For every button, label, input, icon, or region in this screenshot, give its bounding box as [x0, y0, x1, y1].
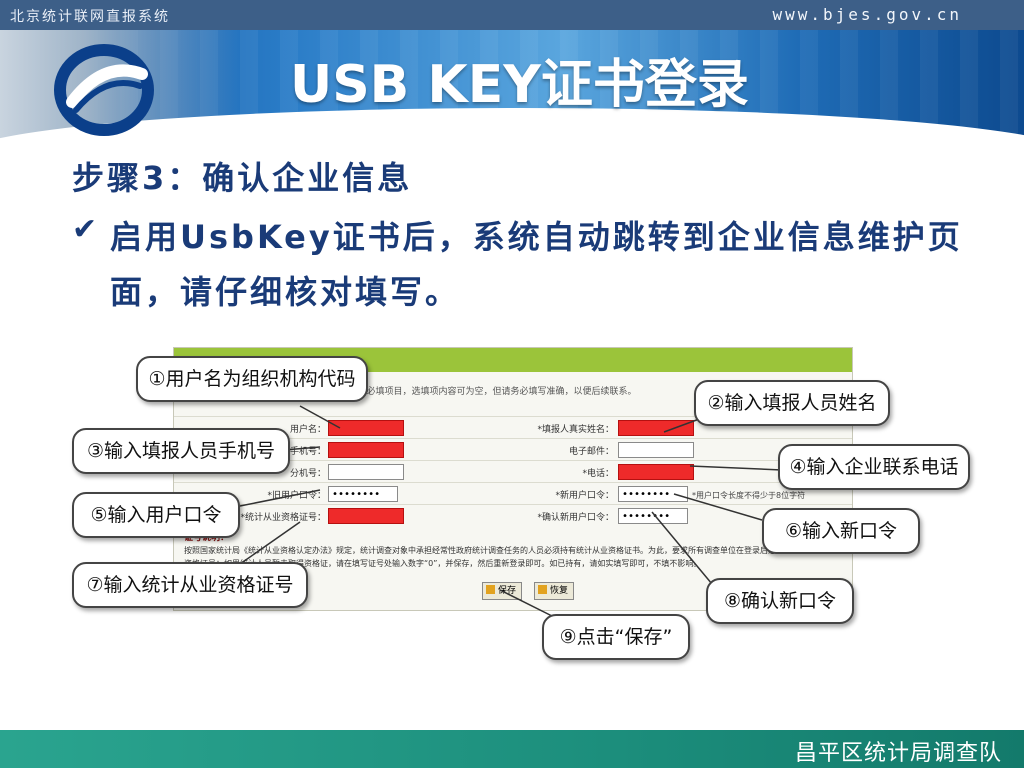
- reset-button-label: 恢复: [550, 586, 569, 596]
- site-url: www.bjes.gov.cn: [772, 5, 962, 24]
- username-label: 用户名：: [289, 425, 326, 435]
- cert-no-label: *统计从业资格证号：: [240, 513, 326, 523]
- callout-confirm-password: ⑧确认新口令: [706, 578, 854, 624]
- step-heading: 步骤3：确认企业信息: [72, 159, 413, 197]
- email-label: 电子邮件：: [568, 447, 614, 457]
- real-name-label: *填报人真实姓名：: [537, 425, 614, 435]
- pointer-line: [689, 465, 783, 471]
- form-row: [174, 416, 852, 437]
- form-row: [174, 482, 852, 503]
- phone-label: *电话：: [582, 469, 614, 479]
- callout-username: ①用户名为组织机构代码: [136, 356, 368, 402]
- extension-field[interactable]: [328, 464, 404, 480]
- pointer-line: [651, 511, 713, 585]
- mobile-field[interactable]: [328, 442, 404, 458]
- callout-phone: ④输入企业联系电话: [778, 444, 970, 490]
- password-hint: *用户口令长度不得少于8位字符: [692, 491, 806, 500]
- pointer-line: [239, 521, 301, 565]
- page-title: USB KEY证书登录: [290, 55, 749, 115]
- pointer-line: [663, 417, 703, 433]
- footer-org-name: 昌平区统计局调查队: [794, 741, 1002, 766]
- confirm-password-field[interactable]: ••••••••: [618, 508, 688, 524]
- real-name-field[interactable]: [618, 420, 694, 436]
- callout-real-name: ②输入填报人员姓名: [694, 380, 890, 426]
- statistics-logo-icon: [54, 44, 154, 136]
- extension-label: 分机号：: [289, 469, 326, 479]
- callout-save: ⑨点击“保存”: [542, 614, 690, 660]
- mobile-label: *手机号：: [285, 447, 326, 457]
- explanation-text: 按照国家统计局《统计从业资格认定办法》规定，统计调查对象中承担经常性政府统计调查…: [184, 546, 832, 568]
- new-password-label: *新用户口令：: [555, 491, 614, 501]
- form-row: [174, 438, 852, 459]
- old-password-label: *旧用户口令：: [267, 491, 326, 501]
- old-password-field[interactable]: ••••••••: [328, 486, 398, 502]
- pointer-line: [673, 493, 763, 521]
- save-icon: [486, 585, 495, 594]
- phone-field[interactable]: [618, 464, 694, 480]
- callout-mobile: ③输入填报人员手机号: [72, 428, 290, 474]
- reset-button[interactable]: 恢复: [534, 582, 575, 600]
- callout-cert-no: ⑦输入统计从业资格证号: [72, 562, 308, 608]
- form-row: [174, 460, 852, 481]
- pointer-line: [299, 405, 341, 429]
- reset-icon: [538, 585, 547, 594]
- confirm-password-label: *确认新用户口令：: [537, 513, 614, 523]
- cert-no-field[interactable]: [328, 508, 404, 524]
- callout-new-password: ⑥输入新口令: [762, 508, 920, 554]
- email-field[interactable]: [618, 442, 694, 458]
- top-strip: 北京统计联网直报系统 www.bjes.gov.cn: [0, 0, 1024, 30]
- form-notice: 带*为必填项目，选填项内容可为空，但请务必填写准确，以便后续联系。: [344, 387, 637, 397]
- new-password-field[interactable]: ••••••••: [618, 486, 688, 502]
- save-button-label: 保存: [498, 586, 517, 596]
- step-description: 启用UsbKey证书后，系统自动跳转到企业信息维护页面，请仔细核对填写。: [110, 218, 963, 311]
- footer-bar: 昌平区统计局调查队: [0, 730, 1024, 768]
- check-mark-icon: ✔: [72, 212, 98, 247]
- explanation-title: 证号说明：: [184, 533, 230, 543]
- system-name: 北京统计联网直报系统: [10, 9, 170, 25]
- pointer-line: [239, 489, 321, 507]
- form-row: [174, 504, 852, 525]
- callout-old-password: ⑤输入用户口令: [72, 492, 240, 538]
- username-field[interactable]: [328, 420, 404, 436]
